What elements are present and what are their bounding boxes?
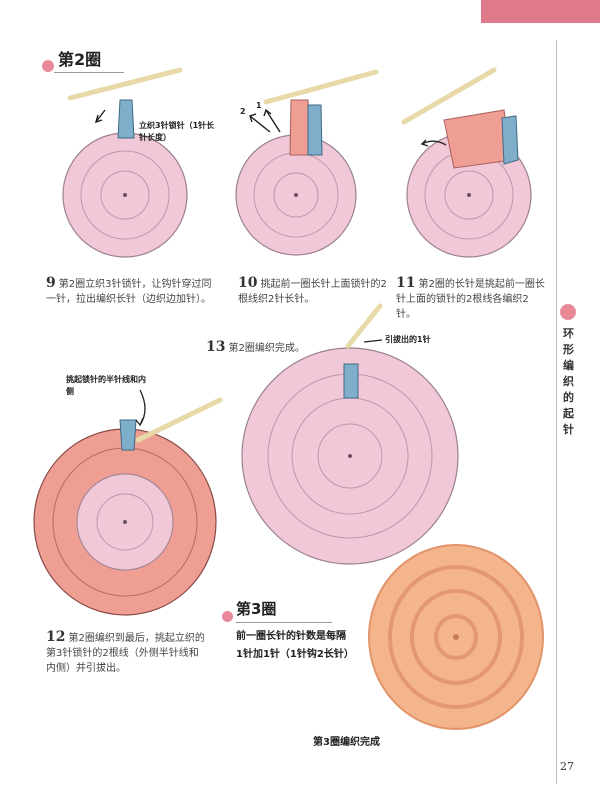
- arrow-icon: [94, 109, 106, 124]
- arrow-icon: [135, 389, 146, 427]
- arrow-icon: [249, 113, 271, 133]
- pink-round-9: [62, 132, 188, 258]
- crochet-hook: [401, 67, 497, 125]
- page-number: 27: [560, 760, 574, 773]
- salmon-stitch: [289, 99, 311, 156]
- blue-stitch: [119, 419, 137, 451]
- blue-stitch: [307, 104, 323, 156]
- section-bullet-icon: [42, 60, 54, 72]
- label-arrow-1: 1: [256, 101, 262, 110]
- crochet-hook: [345, 303, 383, 349]
- diagram-step-9: [62, 67, 188, 258]
- round3-title-text: 第3圈: [236, 600, 277, 618]
- arrow-icon: [420, 139, 447, 147]
- section-title-text: 第2圈: [58, 50, 102, 69]
- round3-photo: [368, 544, 544, 730]
- blue-stitch: [117, 99, 135, 139]
- label-chain3: 立织3针锁针（1针长针长度）: [139, 121, 215, 142]
- crochet-hook: [135, 397, 223, 443]
- section-title: 第2圈: [42, 46, 124, 73]
- label-pick-chain: 挑起锁针的半针线和内侧: [66, 375, 146, 396]
- top-color-bar: [481, 0, 600, 23]
- label-arrow-2: 2: [240, 107, 246, 116]
- diagram-step-10: [235, 69, 379, 256]
- blue-stitch: [343, 363, 359, 399]
- section-underline: [54, 72, 124, 73]
- round3-note: 前一圈长针的针数是每隔 1针加1针（1针钩2长针）: [236, 628, 354, 664]
- diagram-step-11: [401, 67, 532, 258]
- blue-stitch: [501, 115, 519, 165]
- label-pull-through: 引拔出的1针: [385, 335, 431, 344]
- arrow-icon: [263, 108, 281, 133]
- crochet-hook: [67, 67, 183, 101]
- diagram-step-12: [33, 389, 223, 616]
- sidebar-bullet-icon: [560, 304, 576, 320]
- round3-underline: [236, 622, 332, 623]
- sidebar-divider: [556, 40, 557, 784]
- round3-note-line2: 1针加1针（1针钩2长针）: [236, 649, 354, 660]
- crochet-hook: [263, 69, 379, 105]
- sidebar-label: 环形编织的起针: [563, 327, 574, 436]
- pointer-line: [363, 339, 383, 343]
- round3-done: 第3圈编织完成: [313, 737, 380, 748]
- diagram-step-13: [241, 303, 459, 565]
- round3-title: 第3圈: [222, 598, 332, 623]
- round3-bullet-icon: [222, 611, 233, 622]
- round3-note-line1: 前一圈长针的针数是每隔: [236, 631, 346, 642]
